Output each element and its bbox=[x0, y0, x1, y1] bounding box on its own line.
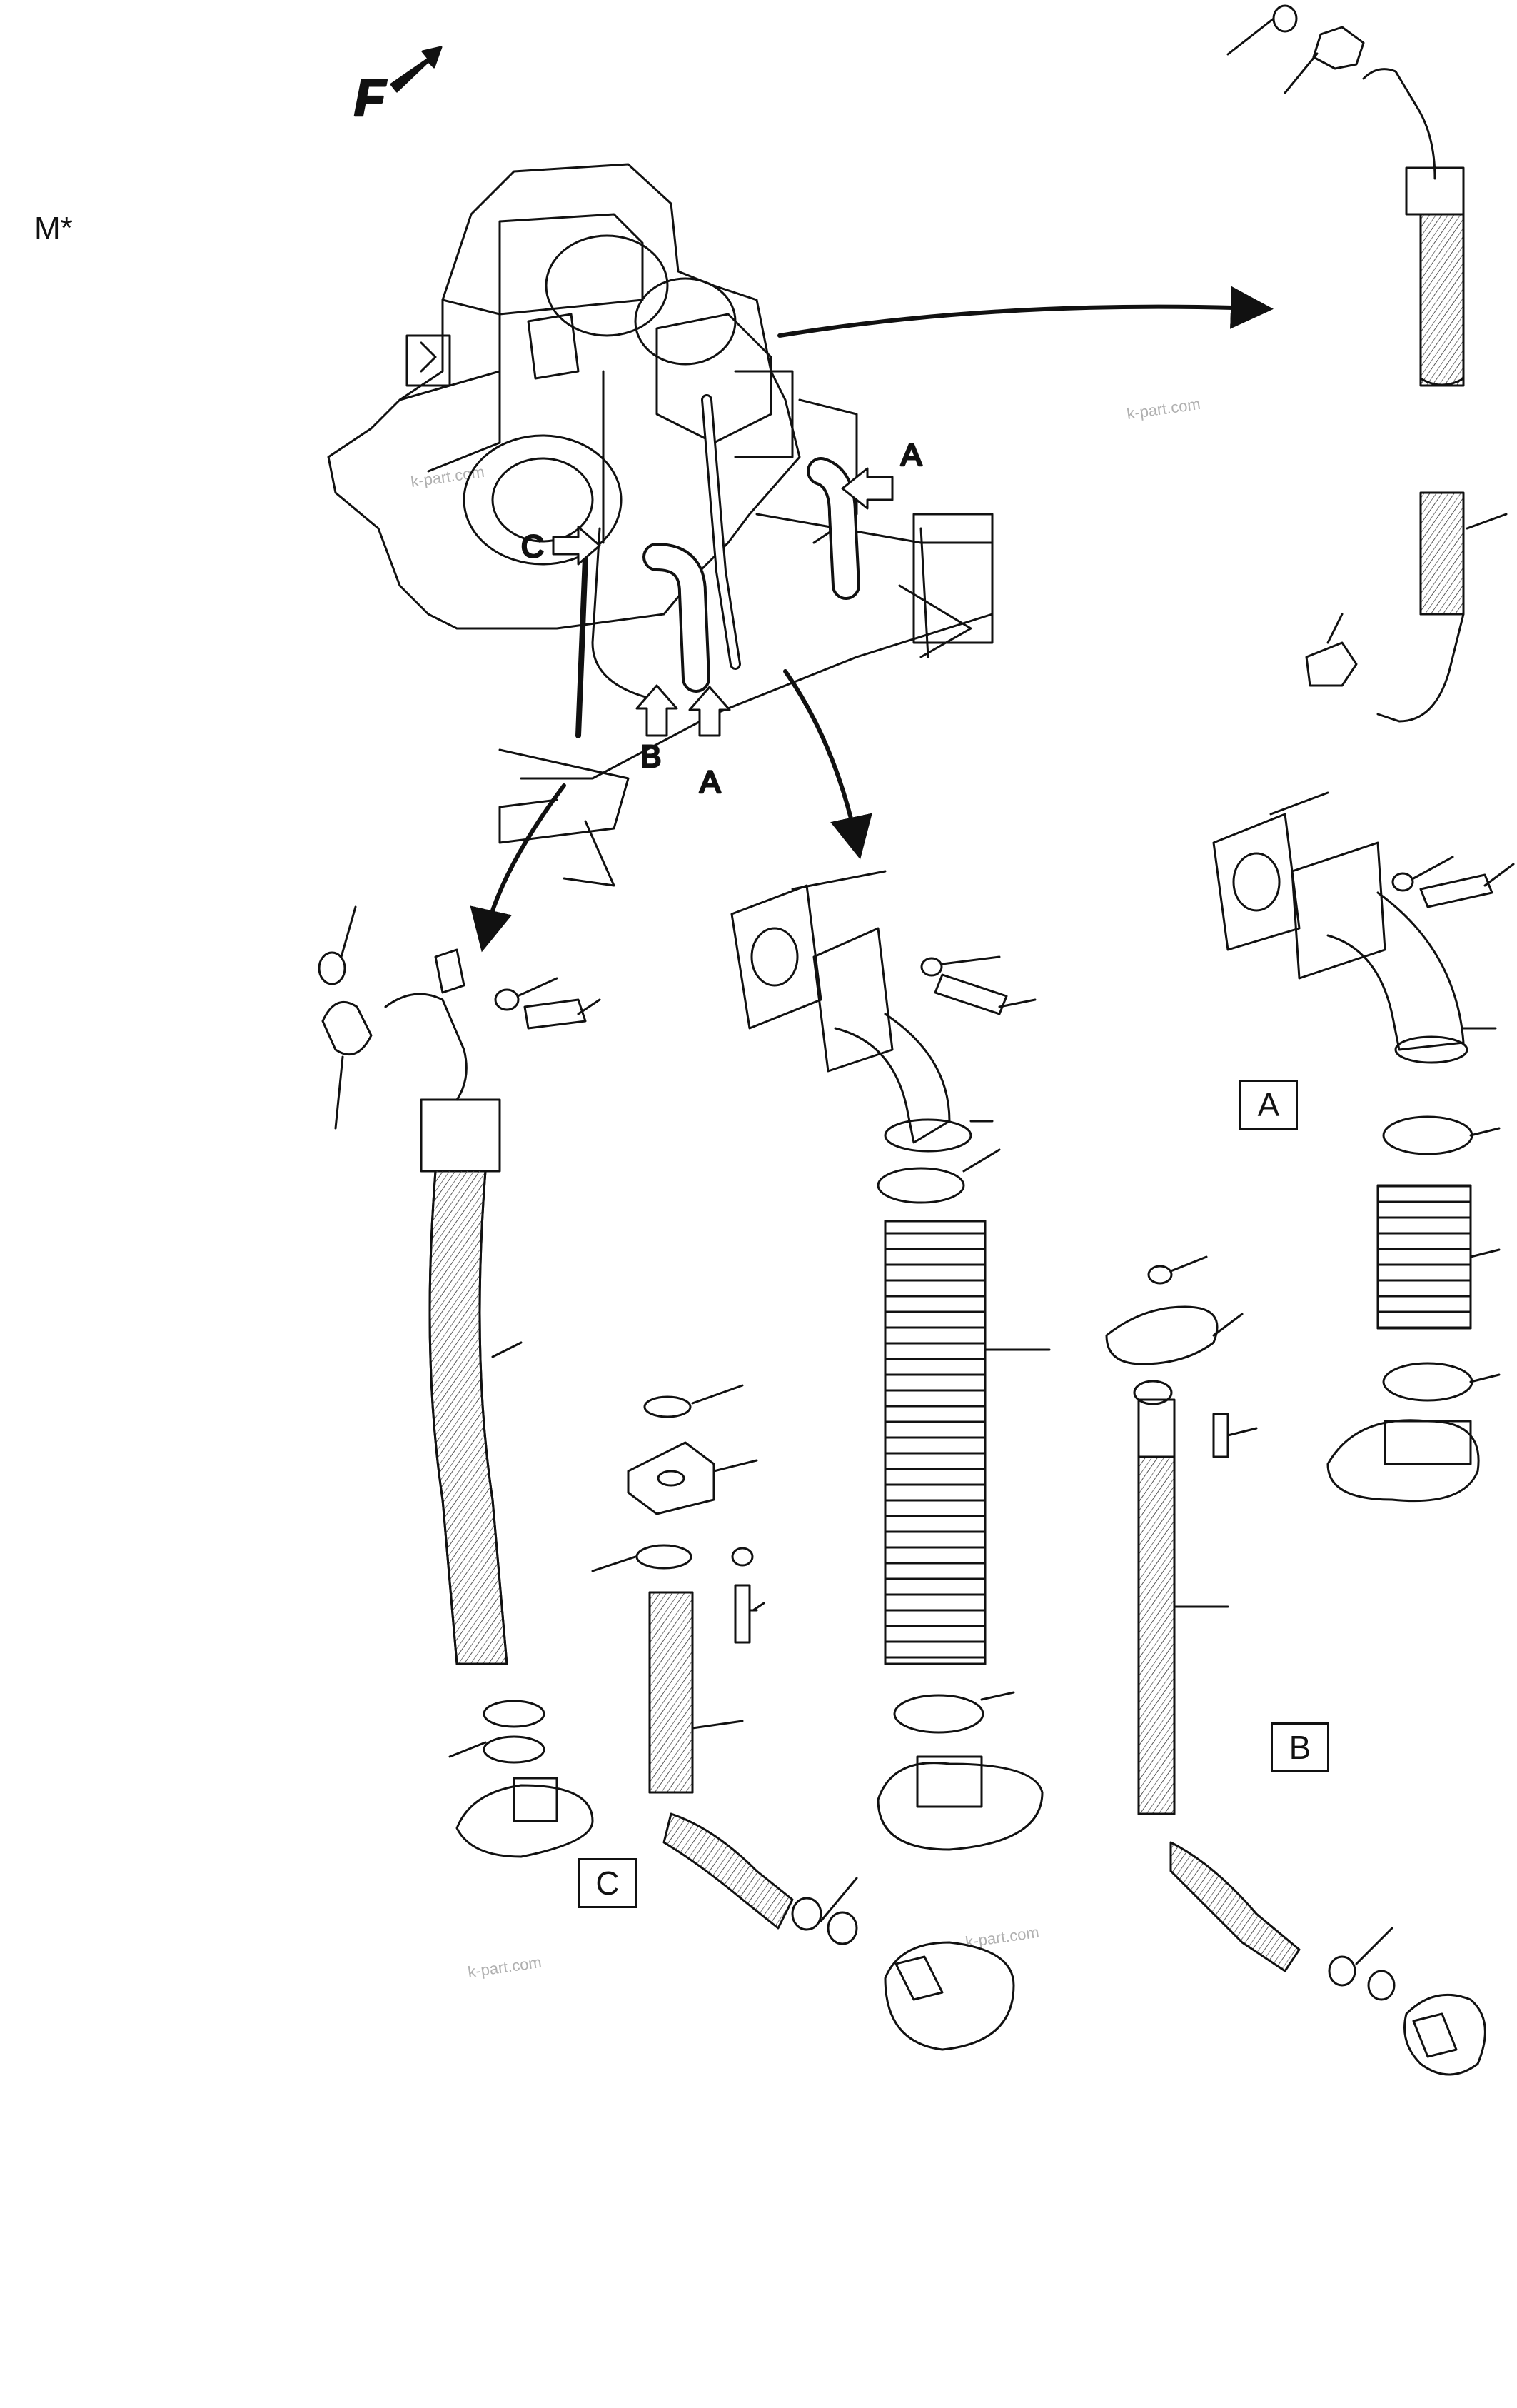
engine-label-c: C bbox=[521, 529, 544, 564]
engine-label-b: B bbox=[640, 739, 661, 774]
hose-assembly-c bbox=[318, 905, 601, 1858]
hose-assembly-b bbox=[1105, 1255, 1486, 2076]
corrugated-hose-assembly bbox=[730, 870, 1051, 1851]
page-label: M* bbox=[34, 211, 73, 246]
elbow-assembly-a bbox=[1212, 791, 1515, 1503]
engine-label-a-bottom: A bbox=[700, 765, 721, 800]
direction-marker-letter: F bbox=[354, 70, 387, 127]
engine-assembly bbox=[327, 163, 994, 887]
direction-arrow-icon: F bbox=[353, 46, 443, 129]
callout-box-b: B bbox=[1271, 1722, 1329, 1772]
hose-assembly-top-right bbox=[1226, 4, 1508, 723]
callout-box-c: C bbox=[578, 1858, 637, 1908]
pointer-arrows bbox=[470, 286, 1274, 953]
engine-label-a-top: A bbox=[901, 438, 922, 473]
callout-box-a: A bbox=[1239, 1080, 1298, 1130]
straight-hose-assembly bbox=[591, 1384, 1015, 2051]
engine-pointer-labels: A C B A bbox=[520, 437, 924, 801]
